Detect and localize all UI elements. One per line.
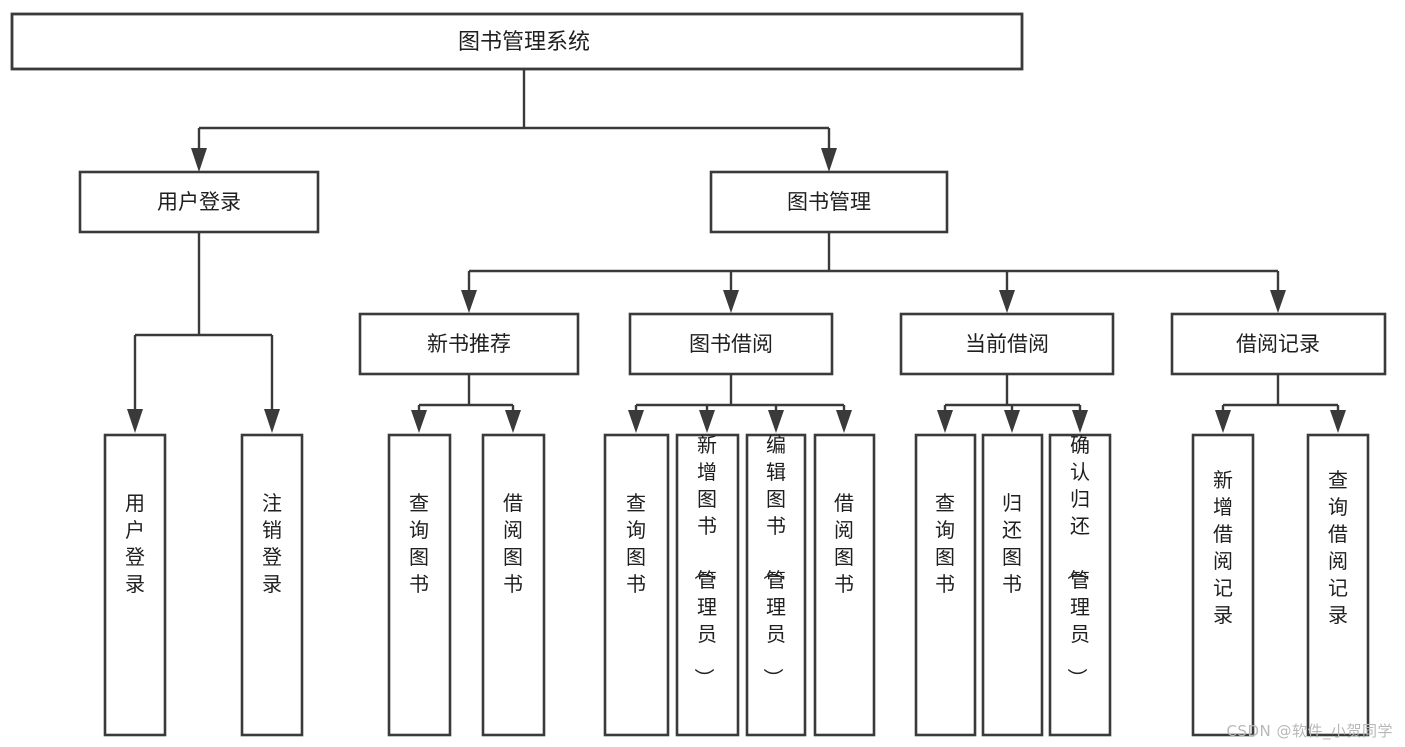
leaf-confirm-return-label: 确认归还（管理员） bbox=[1065, 433, 1090, 688]
arrow-head-leaf-query-borrow-record bbox=[1330, 410, 1346, 433]
leaf-query-book-new-label: 查询图书 bbox=[409, 491, 429, 596]
leaf-user-login-rect[interactable] bbox=[103, 433, 167, 737]
node-borrow-record-label: 借阅记录 bbox=[1236, 332, 1320, 356]
leaf-add-book-label: 新增图书（管理员） bbox=[692, 433, 717, 688]
leaf-query-book-current[interactable]: 查询图书 bbox=[914, 433, 977, 737]
node-book-manage-label: 图书管理 bbox=[787, 190, 871, 214]
arrow-head-leaf-edit-book bbox=[768, 410, 784, 433]
arrow-head-leaf-return-book bbox=[1004, 410, 1020, 433]
node-new-book-label: 新书推荐 bbox=[427, 332, 511, 356]
arrow-head-current-borrow bbox=[999, 290, 1015, 313]
leaf-borrow-book[interactable]: 借阅图书 bbox=[813, 433, 876, 737]
leaf-borrow-book-new-label: 借阅图书 bbox=[503, 491, 523, 596]
arrow-head-book-borrow bbox=[723, 290, 739, 313]
leaf-query-book-borrow[interactable]: 查询图书 bbox=[603, 433, 670, 737]
leaf-logout-login-rect[interactable] bbox=[240, 433, 304, 737]
leaf-query-book-current-label: 查询图书 bbox=[935, 491, 955, 596]
leaf-return-book-rect[interactable] bbox=[981, 433, 1044, 737]
leaf-query-book-borrow-label: 查询图书 bbox=[626, 491, 646, 596]
leaf-edit-book[interactable]: 编辑图书（管理员） bbox=[745, 433, 807, 737]
node-borrow-record-rect[interactable] bbox=[1170, 312, 1387, 376]
arrow-head-leaf-borrow-book bbox=[836, 410, 852, 433]
arrow-head-new-book bbox=[461, 290, 477, 313]
leaf-borrow-book-new-rect[interactable] bbox=[481, 433, 546, 737]
node-borrow-record[interactable]: 借阅记录 bbox=[1170, 312, 1387, 376]
leaf-user-login[interactable]: 用户登录 bbox=[103, 433, 167, 737]
leaf-query-book-new-rect[interactable] bbox=[387, 433, 452, 737]
leaf-return-book-label: 归还图书 bbox=[1002, 491, 1022, 596]
arrow-head-leaf-add-borrow-record bbox=[1215, 410, 1231, 433]
node-user-login[interactable]: 用户登录 bbox=[78, 170, 320, 234]
arrow-head-leaf-user-login bbox=[127, 409, 143, 433]
arrow-head-leaf-add-book bbox=[699, 410, 715, 433]
leaf-add-borrow-record[interactable]: 新增借阅记录 bbox=[1191, 433, 1255, 737]
node-root[interactable]: 图书管理系统 bbox=[10, 12, 1024, 71]
leaf-return-book[interactable]: 归还图书 bbox=[981, 433, 1044, 737]
leaf-query-book-borrow-rect[interactable] bbox=[603, 433, 670, 737]
leaf-query-borrow-record[interactable]: 查询借阅记录 bbox=[1306, 433, 1370, 737]
node-new-book[interactable]: 新书推荐 bbox=[358, 312, 580, 376]
node-root-rect[interactable] bbox=[10, 12, 1024, 71]
node-book-borrow-label: 图书借阅 bbox=[689, 332, 773, 356]
node-user-login-rect[interactable] bbox=[78, 170, 320, 234]
node-root-label: 图书管理系统 bbox=[458, 30, 590, 55]
leaf-query-book-current-rect[interactable] bbox=[914, 433, 977, 737]
arrow-head-book-manage bbox=[821, 148, 837, 172]
arrow-head-leaf-borrow-book-new bbox=[505, 410, 521, 433]
leaf-add-book-rect[interactable] bbox=[675, 433, 740, 737]
leaf-user-login-label: 用户登录 bbox=[125, 491, 145, 596]
leaf-edit-book-rect[interactable] bbox=[745, 433, 807, 737]
leaf-add-borrow-record-label: 新增借阅记录 bbox=[1213, 468, 1233, 627]
leaf-logout-login-label: 注销登录 bbox=[262, 491, 282, 596]
arrow-head-borrow-record bbox=[1270, 290, 1286, 313]
node-book-manage[interactable]: 图书管理 bbox=[709, 170, 949, 234]
node-layer: 图书管理系统 用户登录 图书管理 新书推荐 图书借阅 bbox=[10, 12, 1387, 376]
leaf-borrow-book-new[interactable]: 借阅图书 bbox=[481, 433, 546, 737]
node-new-book-rect[interactable] bbox=[358, 312, 580, 376]
arrow-head-leaf-query-book-new bbox=[411, 410, 427, 433]
leaf-query-borrow-record-rect[interactable] bbox=[1306, 433, 1370, 737]
leaf-confirm-return-rect[interactable] bbox=[1048, 433, 1112, 737]
node-current-borrow-rect[interactable] bbox=[899, 312, 1115, 376]
connector-layer bbox=[127, 69, 1346, 433]
node-user-login-label: 用户登录 bbox=[157, 190, 241, 214]
leaf-logout-login[interactable]: 注销登录 bbox=[240, 433, 304, 737]
leaf-add-book[interactable]: 新增图书（管理员） bbox=[675, 433, 740, 737]
arrow-head-leaf-confirm-return bbox=[1072, 410, 1088, 433]
node-book-borrow[interactable]: 图书借阅 bbox=[628, 312, 834, 376]
leaf-borrow-book-rect[interactable] bbox=[813, 433, 876, 737]
arrow-head-leaf-query-book-borrow bbox=[628, 410, 644, 433]
leaf-query-borrow-record-label: 查询借阅记录 bbox=[1328, 468, 1348, 627]
csdn-watermark: CSDN @软件_小贺同学 bbox=[1226, 722, 1393, 740]
leaf-layer: 用户登录 注销登录 查询图书 借阅图书 查询图书 新增图书（管理员） bbox=[103, 433, 1370, 737]
node-book-manage-rect[interactable] bbox=[709, 170, 949, 234]
leaf-borrow-book-label: 借阅图书 bbox=[834, 491, 854, 596]
arrow-head-user-login bbox=[191, 148, 207, 172]
node-current-borrow-label: 当前借阅 bbox=[965, 332, 1049, 356]
arrow-head-leaf-logout-login bbox=[264, 409, 280, 433]
arrow-head-leaf-query-book-current bbox=[937, 410, 953, 433]
leaf-edit-book-label: 编辑图书（管理员） bbox=[761, 433, 786, 688]
leaf-add-borrow-record-rect[interactable] bbox=[1191, 433, 1255, 737]
leaf-query-book-new[interactable]: 查询图书 bbox=[387, 433, 452, 737]
leaf-confirm-return[interactable]: 确认归还（管理员） bbox=[1048, 433, 1112, 737]
node-book-borrow-rect[interactable] bbox=[628, 312, 834, 376]
node-current-borrow[interactable]: 当前借阅 bbox=[899, 312, 1115, 376]
